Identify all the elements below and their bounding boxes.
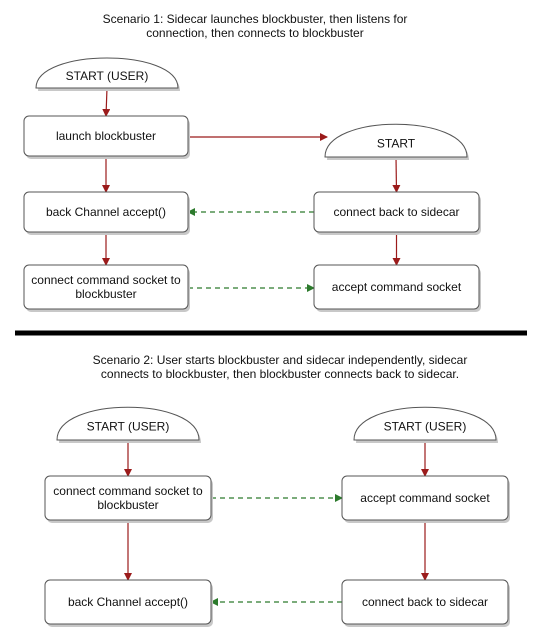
scenario1-heading-line-1: Scenario 1: Sidecar launches blockbuster… <box>103 12 408 26</box>
s1-back-channel-box <box>23 191 189 233</box>
s1-connect-back-box <box>313 191 480 233</box>
s1-connect-cmd-box <box>23 264 189 310</box>
s2-back-channel-node <box>44 579 213 627</box>
scenario1-heading-line-2: connection, then connects to blockbuster <box>146 26 363 40</box>
s2-accept-cmd-node <box>341 475 510 523</box>
s2-start-user-right-label-1: START (USER) <box>384 420 467 434</box>
s1-start-user-node <box>35 57 180 91</box>
s1-launch-box <box>23 115 189 157</box>
s2-connect-back-label-1: connect back to sidecar <box>362 595 488 609</box>
s1-back-channel-node <box>23 191 190 235</box>
s1-start-node <box>324 123 469 160</box>
s2-start-user-left-node <box>56 406 201 443</box>
s1-start-box <box>324 123 468 158</box>
s1-accept-cmd-box <box>313 264 480 310</box>
s1-back-channel-label-1: back Channel accept() <box>46 205 166 219</box>
s2-connect-back-box <box>341 579 509 625</box>
s1-connect-cmd-label-1: connect command socket to <box>31 273 181 287</box>
s1-connect-back-node <box>313 191 481 235</box>
s2-connect-back-node <box>341 579 510 627</box>
s2-connect-cmd-label-2: blockbuster <box>97 498 158 512</box>
s2-start-user-right-node <box>353 406 498 443</box>
s2-start-user-right-box <box>353 406 497 441</box>
s1-accept-cmd-label-1: accept command socket <box>332 280 462 294</box>
s1-start-user-box <box>35 57 179 89</box>
s1-connect-cmd-node <box>23 264 190 312</box>
s2-connect-cmd-label-1: connect command socket to <box>53 484 203 498</box>
s2-start-user-left-label-1: START (USER) <box>87 420 170 434</box>
scenario2-heading-line-2: connects to blockbuster, then blockbuste… <box>101 367 459 381</box>
s2-connect-cmd-box <box>44 475 212 521</box>
s1-edge-start-launch-arrow <box>102 87 111 117</box>
s1-launch-node <box>23 115 190 159</box>
s1-connect-back-label-1: connect back to sidecar <box>333 205 459 219</box>
s1-start-label-1: START <box>377 137 416 151</box>
scenario2-heading-line-1: Scenario 2: User starts blockbuster and … <box>93 353 468 367</box>
s2-connect-cmd-node <box>44 475 213 523</box>
s1-edge-start-connectback-arrow <box>392 156 401 193</box>
s1-start-user-label-1: START (USER) <box>66 69 149 83</box>
s1-connect-cmd-label-2: blockbuster <box>75 287 136 301</box>
s2-accept-cmd-label-1: accept command socket <box>360 491 490 505</box>
s2-back-channel-box <box>44 579 212 625</box>
s2-start-user-left-box <box>56 406 200 441</box>
s1-accept-cmd-node <box>313 264 481 312</box>
s1-launch-label-1: launch blockbuster <box>56 129 156 143</box>
s2-accept-cmd-box <box>341 475 509 521</box>
s2-back-channel-label-1: back Channel accept() <box>68 595 188 609</box>
